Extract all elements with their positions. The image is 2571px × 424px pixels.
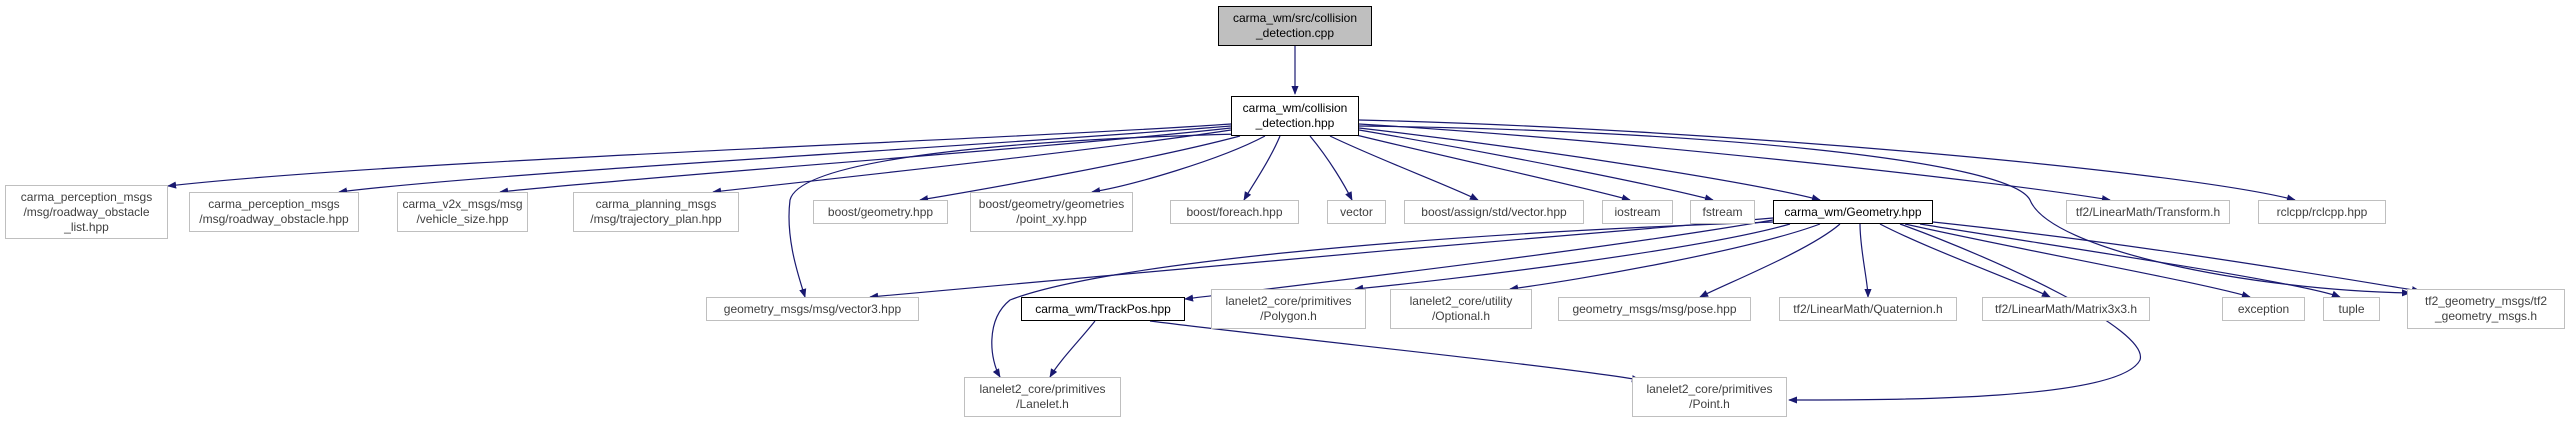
edge-trackpos-point bbox=[1149, 320, 1641, 383]
edge-hdr-vec3 bbox=[788, 133, 1241, 298]
edge-hdr-rclcpp bbox=[1358, 119, 2296, 202]
edge-hdr-bgeom bbox=[919, 135, 1241, 203]
edge-hdr-fstream bbox=[1358, 129, 1714, 202]
node-roadway-obstacle-list-hpp[interactable]: carma_perception_msgs /msg/roadway_obsta… bbox=[5, 185, 168, 239]
node-vector3-hpp[interactable]: geometry_msgs/msg/vector3.hpp bbox=[706, 297, 919, 321]
node-trackpos-hpp[interactable]: carma_wm/TrackPos.hpp bbox=[1021, 297, 1185, 321]
node-rclcpp-hpp[interactable]: rclcpp/rclcpp.hpp bbox=[2258, 200, 2386, 224]
node-quaternion-h[interactable]: tf2/LinearMath/Quaternion.h bbox=[1779, 297, 1957, 321]
node-trajectory-plan-hpp[interactable]: carma_planning_msgs /msg/trajectory_plan… bbox=[573, 192, 739, 232]
edge-geom-exception bbox=[1904, 223, 2251, 299]
edge-hdr-tf2gm bbox=[1358, 125, 2411, 297]
edge-geom-polygon bbox=[1354, 223, 1791, 292]
edge-hdr-bassign bbox=[1329, 135, 1479, 201]
node-roadway-obstacle-hpp[interactable]: carma_perception_msgs /msg/roadway_obsta… bbox=[189, 192, 359, 232]
edge-geom-lanelet bbox=[991, 221, 1774, 378]
node-point-h[interactable]: lanelet2_core/primitives /Point.h bbox=[1632, 377, 1787, 417]
edge-hdr-bgxy bbox=[1091, 135, 1266, 195]
edge-hdr-geomhpp bbox=[1358, 127, 1821, 202]
node-boost-foreach-hpp[interactable]: boost/foreach.hpp bbox=[1170, 200, 1299, 224]
node-boost-assign-vector-hpp[interactable]: boost/assign/std/vector.hpp bbox=[1404, 200, 1584, 224]
edge-geom-vec3 bbox=[869, 217, 1774, 300]
edge-geom-matrix bbox=[1879, 223, 2051, 298]
edge-geom-point bbox=[1788, 223, 2141, 404]
node-tf2-geometry-msgs-h[interactable]: tf2_geometry_msgs/tf2 _geometry_msgs.h bbox=[2407, 289, 2565, 329]
node-collision-detection-cpp[interactable]: carma_wm/src/collision _detection.cpp bbox=[1218, 6, 1372, 46]
edge-geom-tuple bbox=[1919, 223, 2341, 298]
edge-geom-optional bbox=[1509, 223, 1821, 292]
node-tuple[interactable]: tuple bbox=[2323, 297, 2380, 321]
node-tf2-transform-h[interactable]: tf2/LinearMath/Transform.h bbox=[2066, 200, 2230, 224]
node-fstream[interactable]: fstream bbox=[1690, 200, 1755, 224]
node-boost-geometry-hpp[interactable]: boost/geometry.hpp bbox=[813, 200, 948, 224]
node-pose-hpp[interactable]: geometry_msgs/msg/pose.hpp bbox=[1558, 297, 1751, 321]
node-vehicle-size-hpp[interactable]: carma_v2x_msgs/msg /vehicle_size.hpp bbox=[397, 192, 528, 232]
edge-hdr-tf2trans bbox=[1358, 123, 2111, 203]
node-vector[interactable]: vector bbox=[1327, 200, 1386, 224]
node-optional-h[interactable]: lanelet2_core/utility /Optional.h bbox=[1390, 289, 1532, 329]
node-lanelet-h[interactable]: lanelet2_core/primitives /Lanelet.h bbox=[964, 377, 1121, 417]
edge-geom-quat bbox=[1859, 223, 1872, 298]
edge-hdr-bforeach bbox=[1243, 135, 1281, 201]
edge-hdr-cp_obs bbox=[338, 125, 1232, 195]
node-iostream[interactable]: iostream bbox=[1602, 200, 1673, 224]
edge-hdr-iostream bbox=[1351, 133, 1631, 202]
edge-hdr-plan bbox=[712, 129, 1232, 195]
node-matrix3x3-h[interactable]: tf2/LinearMath/Matrix3x3.h bbox=[1982, 297, 2150, 321]
edge-hdr-vector bbox=[1309, 135, 1353, 201]
node-exception[interactable]: exception bbox=[2222, 297, 2305, 321]
edge-trackpos-lanelet bbox=[1049, 320, 1096, 378]
node-collision-detection-hpp[interactable]: carma_wm/collision _detection.hpp bbox=[1231, 96, 1359, 136]
node-boost-point-xy-hpp[interactable]: boost/geometry/geometries /point_xy.hpp bbox=[970, 192, 1133, 232]
edge-geom-pose bbox=[1699, 223, 1841, 298]
edge-hdr-cp_list bbox=[167, 123, 1232, 189]
node-polygon-h[interactable]: lanelet2_core/primitives /Polygon.h bbox=[1211, 289, 1366, 329]
node-geometry-hpp[interactable]: carma_wm/Geometry.hpp bbox=[1773, 200, 1933, 224]
edge-geom-tf2gm bbox=[1932, 221, 2421, 294]
